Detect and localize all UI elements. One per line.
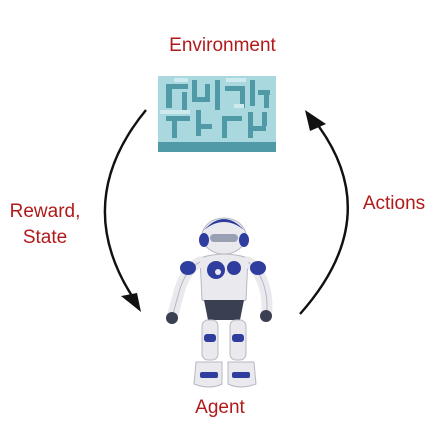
reward-state-arrow: [103, 109, 147, 306]
reward-state-label: Reward, State: [2, 199, 88, 251]
reward-label-line: Reward,: [9, 201, 81, 222]
actions-arrow: [299, 119, 349, 315]
actions-arrowhead: [305, 110, 326, 131]
state-label-line: State: [22, 227, 68, 248]
reward-state-arrowhead: [121, 293, 141, 312]
maze-icon: [158, 76, 276, 152]
actions-label: Actions: [362, 193, 426, 214]
environment-label: Environment: [169, 35, 276, 56]
humanoid-robot-icon: [166, 217, 273, 388]
agent-label: Agent: [195, 397, 245, 418]
